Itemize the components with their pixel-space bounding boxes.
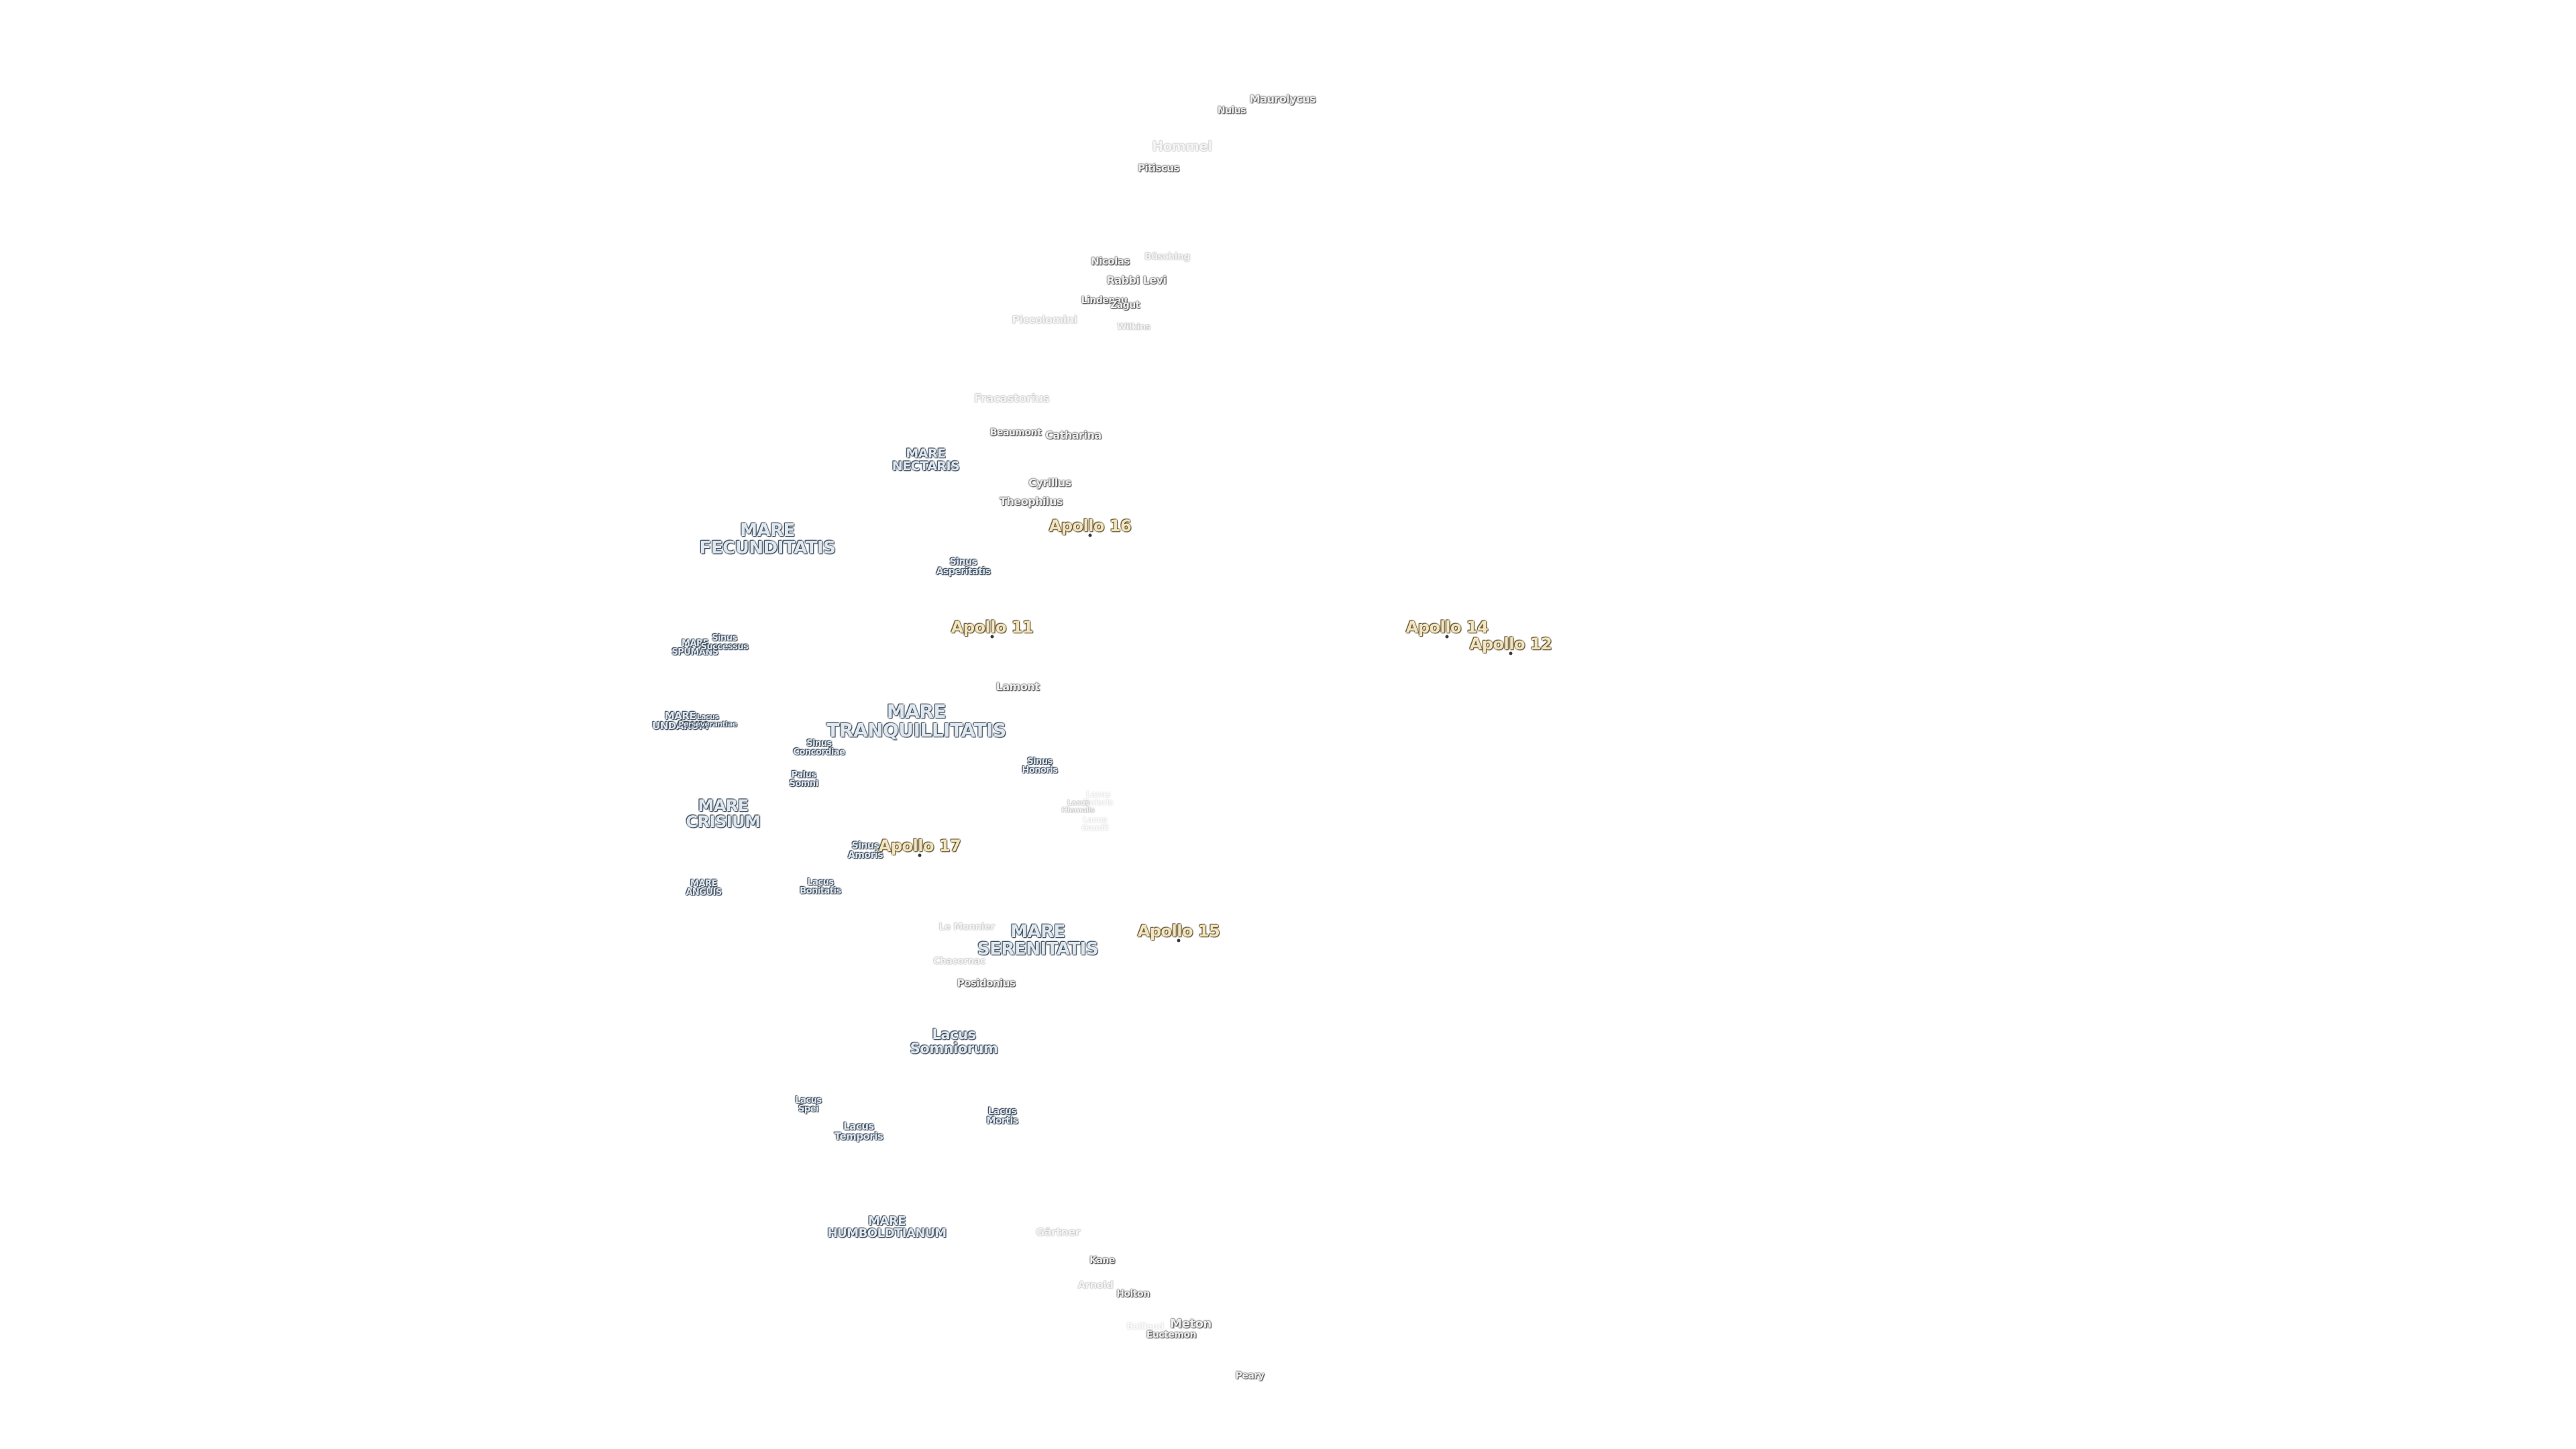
feature-label-le-monnier: Le Monnier bbox=[938, 922, 995, 932]
feature-label-peary: Peary bbox=[1235, 1371, 1265, 1381]
feature-label-mare-nectaris: MARE NECTARIS bbox=[892, 446, 960, 474]
feature-label-sinus-amoris: Sinus Amoris bbox=[847, 841, 883, 861]
feature-label-lacus-somniorum: Lacus Somniorum bbox=[910, 1026, 998, 1057]
feature-label-lacus-doloris: Lacus Doloris bbox=[1083, 790, 1114, 807]
feature-label-sinus-honoris: Sinus Honoris bbox=[1022, 757, 1058, 775]
feature-label-nicolas: Nicolas bbox=[1091, 255, 1130, 268]
feature-label-mare-spumans: MARE SPUMANS bbox=[672, 639, 718, 657]
feature-label-lindenau: Lindenau bbox=[1081, 295, 1128, 306]
feature-label-lacus-temporis: Lacus Temporis bbox=[834, 1120, 883, 1142]
landing-site-marker[interactable] bbox=[1177, 938, 1181, 943]
feature-label-kane: Kane bbox=[1089, 1255, 1115, 1266]
feature-label-cyrillus: Cyrillus bbox=[1028, 476, 1071, 489]
feature-label-lacus-perseverantiae: Lacus Perseverantiae bbox=[678, 712, 737, 729]
feature-label-catharina: Catharina bbox=[1045, 429, 1102, 441]
feature-label-zagut: Zagut bbox=[1110, 300, 1140, 311]
landing-site-apollo-14: Apollo 14 bbox=[1405, 618, 1489, 637]
landing-site-marker[interactable] bbox=[990, 635, 994, 639]
feature-label-lacus-gaudii: Lacus Gaudii bbox=[1081, 815, 1109, 833]
feature-label-lacus-spei: Lacus Spei bbox=[795, 1095, 822, 1114]
feature-label-meton: Meton bbox=[1170, 1317, 1212, 1331]
feature-label-maurolycus: Maurolycus bbox=[1249, 93, 1316, 105]
feature-label-lacus-hiemalis: Lacus Hiemalis bbox=[1061, 798, 1095, 814]
feature-label-palus-somni: Palus Somni bbox=[789, 770, 818, 789]
feature-label-posidonius: Posidonius bbox=[957, 977, 1016, 989]
feature-label-mare-undarum: MARE UNDARUM bbox=[652, 710, 708, 732]
feature-label-hommel: Hommel bbox=[1152, 138, 1212, 154]
feature-label-mare-tranquillitatis: MARE TRANQUILLITATIS bbox=[826, 700, 1006, 741]
feature-label-nulus: Nulus bbox=[1217, 105, 1246, 116]
feature-label-sinus-concordiae: Sinus Concordiae bbox=[793, 739, 845, 757]
feature-label-arnold: Arnold bbox=[1077, 1279, 1114, 1291]
feature-label-mare-humboldtianum: MARE HUMBOLDTIANUM bbox=[827, 1214, 947, 1240]
feature-label-mare-crisium: MARE CRISIUM bbox=[686, 796, 761, 831]
feature-label-beaumont: Beaumont bbox=[989, 427, 1042, 438]
feature-label-gärtner: Gärtner bbox=[1035, 1226, 1081, 1238]
feature-label-lacus-mortis: Lacus Mortis bbox=[986, 1106, 1018, 1126]
feature-label-lamont: Lamont bbox=[996, 680, 1040, 693]
landing-site-marker[interactable] bbox=[1509, 651, 1513, 655]
landing-site-apollo-12: Apollo 12 bbox=[1469, 635, 1552, 653]
landing-site-marker[interactable] bbox=[1445, 635, 1449, 639]
feature-label-wilkins: Wilkins bbox=[1117, 322, 1150, 333]
feature-label-theophilus: Theophilus bbox=[1000, 495, 1063, 508]
feature-label-rabbi-levi: Rabbi Levi bbox=[1106, 274, 1167, 286]
feature-label-sinus-asperitatis: Sinus Asperitatis bbox=[936, 557, 991, 577]
feature-label-baillaud: Baillaud bbox=[1126, 1322, 1164, 1332]
landing-site-apollo-16: Apollo 16 bbox=[1049, 517, 1132, 535]
feature-label-fracastorius: Fracastorius bbox=[973, 392, 1050, 406]
feature-label-chacornac: Chacornac bbox=[933, 956, 985, 967]
feature-label-lacus-bonitatis: Lacus Bonitatis bbox=[800, 877, 841, 896]
landing-site-marker[interactable] bbox=[918, 853, 922, 857]
feature-label-mare-fecunditatis: MARE FECUNDITATIS bbox=[699, 521, 836, 558]
feature-label-holton: Holton bbox=[1116, 1289, 1150, 1299]
feature-label-mare-serenitatis: MARE SERENITATIS bbox=[977, 922, 1099, 959]
feature-label-pitiscus: Pitiscus bbox=[1138, 162, 1179, 174]
landing-site-marker[interactable] bbox=[1088, 533, 1092, 537]
landing-site-apollo-15: Apollo 15 bbox=[1137, 922, 1220, 941]
feature-label-sinus-successus: Sinus Successus bbox=[700, 633, 749, 652]
feature-label-piccolomini: Piccolomini bbox=[1012, 313, 1077, 326]
landing-site-apollo-11: Apollo 11 bbox=[951, 618, 1034, 637]
feature-label-euctemon: Euctemon bbox=[1146, 1330, 1197, 1340]
landing-site-apollo-17: Apollo 17 bbox=[878, 837, 961, 855]
feature-label-büsching: Büsching bbox=[1144, 252, 1191, 262]
feature-label-mare-anguis: MARE ANGUIS bbox=[686, 879, 722, 898]
